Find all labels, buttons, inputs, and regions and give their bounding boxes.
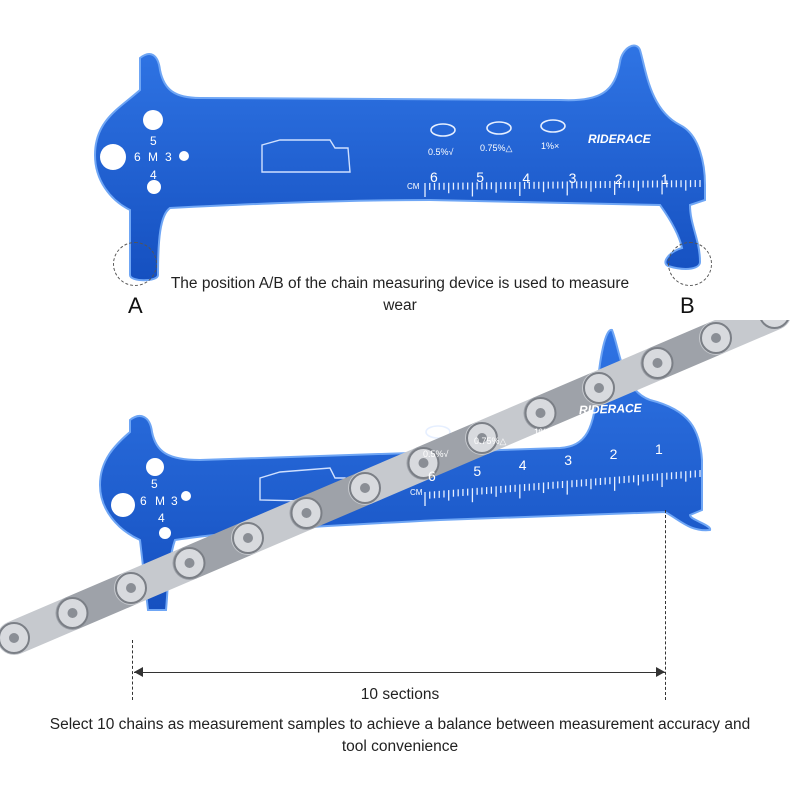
scale-number: 4: [522, 169, 531, 186]
chain-pin: [418, 458, 429, 468]
scale-number: 3: [568, 170, 577, 187]
tool-body: [93, 44, 706, 282]
ruler-ticks: [424, 180, 701, 197]
chain-engraving: [261, 139, 351, 173]
scale-number: 1: [655, 441, 663, 457]
measure-line-right: [665, 510, 666, 700]
wear-label-1-b: 1%×: [534, 427, 553, 437]
caption-bottom: Select 10 chains as measurement samples …: [49, 716, 751, 755]
chain-pin: [126, 583, 136, 593]
label-6: 6: [134, 150, 141, 164]
hole-6-b: [111, 493, 135, 517]
wear-label-075: 0.75%△: [480, 143, 513, 153]
wear-icons: [430, 119, 566, 137]
label-m: M: [148, 150, 158, 164]
sections-label: 10 sections: [360, 686, 440, 703]
chain-pin: [535, 408, 546, 418]
measure-line-left: [132, 640, 133, 700]
chain-roller: [760, 320, 789, 329]
arrow-head-right: [656, 667, 665, 677]
bottom-assembly: [0, 320, 790, 655]
scale-number: 3: [564, 451, 572, 468]
wear-label-1: 1%×: [541, 141, 560, 151]
brand-logo: RIDERACE: [588, 132, 651, 146]
label-3-b: 3: [171, 494, 178, 508]
label-5-b: 5: [151, 477, 158, 491]
unit-label: CM: [407, 182, 420, 191]
top-chain-checker: [93, 44, 706, 282]
chain-pin: [477, 433, 487, 443]
marker-circle-a: [113, 242, 157, 286]
chain-pin: [652, 358, 663, 368]
unit-label-b: CM: [410, 488, 423, 497]
brand-logo-b: RIDERACE: [578, 400, 642, 418]
label-5: 5: [150, 134, 157, 148]
hole-5: [143, 110, 163, 130]
chain-pin: [360, 483, 370, 493]
caption-top: The position A/B of the chain measuring …: [170, 275, 630, 314]
marker-circle-b: [668, 242, 712, 286]
arrow-head-left: [134, 667, 143, 677]
ruler-ticks-b: [424, 470, 701, 506]
scale-number: 5: [476, 169, 484, 186]
chain-pin: [67, 608, 78, 618]
hole-6: [100, 144, 126, 170]
scale-number: 2: [614, 170, 623, 187]
hole-3: [179, 151, 189, 161]
label-m-b: M: [155, 494, 165, 508]
chain-pin: [9, 633, 19, 643]
chain-pin: [301, 508, 312, 518]
scale-number: 6: [428, 468, 436, 484]
measure-arrow: [134, 672, 665, 673]
label-a: A: [128, 293, 143, 318]
wear-label-05: 0.5%√: [428, 147, 454, 157]
chain-pin: [594, 383, 604, 393]
scale-number: 5: [473, 462, 482, 479]
hole-5-b: [146, 458, 164, 476]
scale-number: 6: [430, 169, 438, 185]
hole-4-b: [159, 527, 171, 539]
chain-pin: [711, 333, 721, 343]
label-b: B: [680, 293, 695, 318]
hole-3-b: [181, 491, 191, 501]
bicycle-chain: [0, 320, 790, 655]
wear-label-075-b: 0.75%△: [474, 436, 507, 446]
label-6-b: 6: [140, 494, 147, 508]
hole-4: [147, 180, 161, 194]
label-4-b: 4: [158, 511, 165, 525]
scale-number: 4: [518, 457, 527, 474]
chain-pin: [243, 533, 253, 543]
chain-pin: [184, 558, 195, 568]
scale-number: 2: [609, 446, 618, 463]
scale-number: 1: [661, 171, 669, 187]
wear-label-05-b: 0.5%√: [423, 449, 449, 459]
label-3: 3: [165, 150, 172, 164]
label-4: 4: [150, 168, 157, 182]
